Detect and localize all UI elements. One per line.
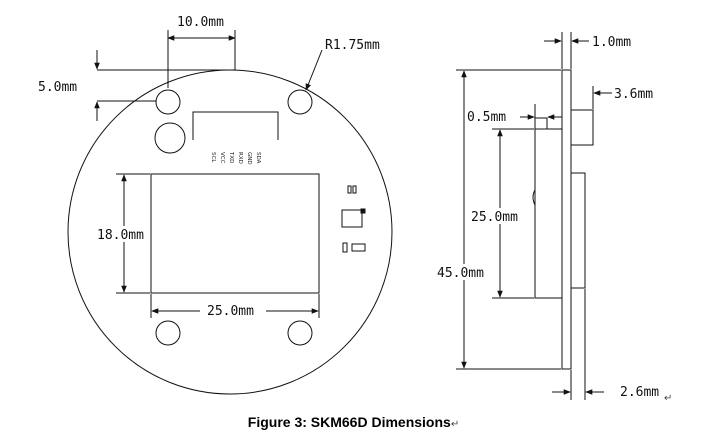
dim-pcb-thickness: 1.0mm (592, 35, 631, 50)
mounting-hole-bottom-left (155, 320, 181, 346)
component-side-outline (570, 172, 586, 289)
pin-label-rxd: RXD (237, 152, 243, 164)
dim-component-height: 2.6mm (620, 385, 659, 400)
connector-side-outline (570, 109, 594, 146)
return-mark-caption: ↵ (450, 419, 460, 430)
chip-pin1-marker (360, 208, 366, 214)
front-view (67, 30, 393, 395)
dim-gap: 0.5mm (467, 110, 506, 125)
pin-label-sda: SDA (255, 152, 261, 164)
figure-caption: Figure 3: SKM66D Dimensions (247, 414, 451, 430)
dim-connector-height: 3.6mm (614, 87, 653, 102)
chip-component (341, 209, 363, 228)
figure-caption-wrap: Figure 3: SKM66D Dimensions↵ (0, 414, 707, 430)
led-component-2 (352, 185, 357, 194)
mounting-hole-top-left (155, 89, 181, 115)
pin-label-vcc: VCC (219, 152, 225, 164)
dim-board-diameter: 45.0mm (437, 266, 484, 281)
module-lip (534, 117, 548, 129)
dim-hole-spacing: 10.0mm (177, 15, 224, 30)
mounting-hole-top-right (287, 89, 313, 115)
mounting-hole-bottom-right (287, 320, 313, 346)
module-side-outline (534, 128, 563, 299)
dim-module-length: 25.0mm (471, 210, 518, 225)
pin-label-gnd: GND (246, 152, 252, 165)
dim-module-width: 25.0mm (207, 304, 254, 319)
dim-module-height: 18.0mm (97, 228, 144, 243)
pin-label-scl: SCL (210, 152, 216, 163)
dim-hole-radius: R1.75mm (325, 38, 380, 53)
connector-outline (192, 111, 279, 140)
side-bump (532, 189, 536, 206)
dim-hole-offset: 5.0mm (38, 80, 77, 95)
return-mark-dim: ↵ (664, 393, 673, 404)
module-outline (150, 173, 320, 294)
resistor-component (342, 242, 348, 253)
pcb-side-outline (561, 69, 572, 370)
pin-labels: SDA GND RXD TXD VCC SCL (210, 151, 261, 165)
led-component (347, 185, 352, 194)
buzzer-circle (154, 122, 186, 154)
pin-label-txd: TXD (228, 151, 234, 163)
capacitor-component (351, 243, 366, 252)
